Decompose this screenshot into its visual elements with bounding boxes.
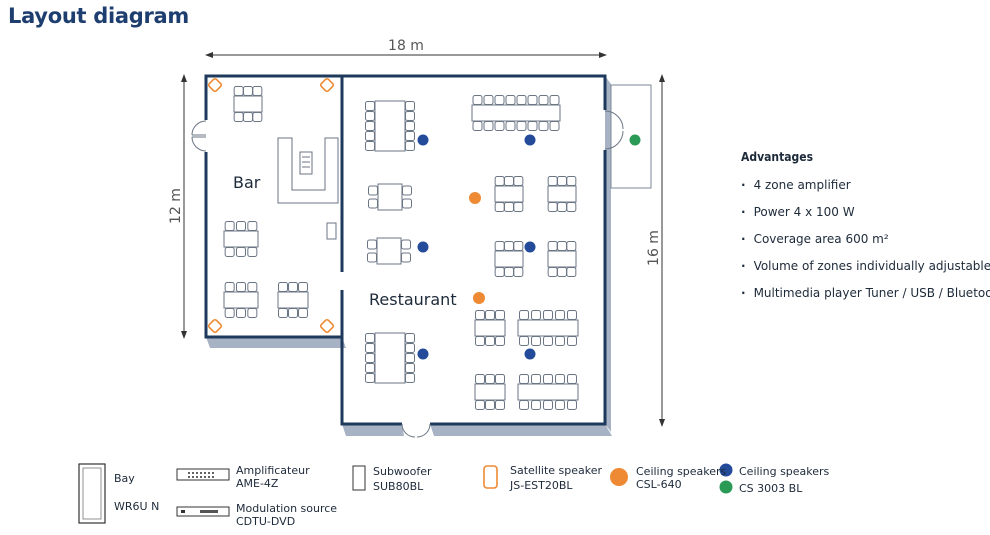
table xyxy=(365,100,415,152)
tables xyxy=(223,86,579,410)
advantage-item: Multimedia player Tuner / USB / Bluetoot… xyxy=(741,280,990,307)
satellite-speakers xyxy=(207,77,335,334)
ceiling-speaker-blue xyxy=(417,348,429,360)
ceiling-speaker-orange xyxy=(469,192,481,204)
legend-ceiling-orange: Ceiling speakers CSL-640 xyxy=(636,465,726,491)
ceiling-speaker-blue xyxy=(417,134,429,146)
satellite-speaker xyxy=(207,77,223,93)
advantages-panel: Advantages 4 zone amplifier Power 4 x 10… xyxy=(741,150,990,307)
legend-amplifier-name: Amplificateur xyxy=(236,464,310,477)
legend-bay-model: WR6U N xyxy=(114,500,160,513)
legend-amplifier: Amplificateur AME-4Z xyxy=(236,464,310,490)
bar-counter xyxy=(277,137,339,240)
table xyxy=(474,310,506,346)
legend-satellite-model: JS-EST20BL xyxy=(510,479,573,492)
legend-bay: Bay WR6U N xyxy=(114,472,159,513)
legend-ceiling-orange-name: Ceiling speakers xyxy=(636,465,727,478)
legend-ceiling-blue-green: Ceiling speakers CS 3003 BL xyxy=(739,465,829,495)
legend-modulation-model: CDTU-DVD xyxy=(236,515,296,528)
table xyxy=(547,176,577,212)
page-title: Layout diagram xyxy=(8,4,189,28)
advantages-heading: Advantages xyxy=(741,150,814,164)
bar-height-label: 12 m xyxy=(168,188,184,224)
ceiling-speaker-blue xyxy=(524,348,536,360)
bar-label: Bar xyxy=(233,173,261,192)
advantage-item: Volume of zones individually adjustable xyxy=(741,253,990,280)
restaurant-height-label: 16 m xyxy=(646,230,662,266)
bar-room-walls xyxy=(204,74,342,339)
entrance-annex xyxy=(610,84,652,189)
satellite-speaker xyxy=(207,318,223,334)
ceiling-speaker-blue xyxy=(417,241,429,253)
legend-bay-name: Bay xyxy=(114,472,135,485)
table xyxy=(474,374,506,410)
restaurant-label: Restaurant xyxy=(369,290,457,309)
table xyxy=(277,282,309,318)
ceiling-blue-symbol xyxy=(719,463,733,477)
legend-modulation-name: Modulation source xyxy=(236,502,338,515)
advantage-item: Power 4 x 100 W xyxy=(741,199,986,226)
ceiling-speaker-orange xyxy=(473,292,485,304)
ceiling-speakers xyxy=(417,134,641,360)
table xyxy=(517,310,579,346)
advantages-list: 4 zone amplifier Power 4 x 100 W Coverag… xyxy=(741,172,990,307)
table xyxy=(517,374,579,410)
legend-ceiling-blue-green-name: Ceiling speakers xyxy=(739,465,830,478)
table xyxy=(223,221,259,257)
amplifier-symbol xyxy=(176,468,230,481)
legend-satellite-name: Satellite speaker xyxy=(510,464,603,477)
restaurant-height-dimension: 16 m xyxy=(646,74,665,427)
legend-subwoofer: Subwoofer SUB80BL xyxy=(373,465,432,493)
legend-symbols xyxy=(78,463,733,524)
doors xyxy=(191,110,624,438)
table xyxy=(494,176,524,212)
legend-subwoofer-model: SUB80BL xyxy=(373,480,424,493)
width-label: 18 m xyxy=(388,38,424,54)
table xyxy=(367,237,411,265)
ceiling-speaker-blue xyxy=(524,134,536,146)
table xyxy=(233,86,263,122)
satellite-speaker xyxy=(319,318,335,334)
legend-subwoofer-name: Subwoofer xyxy=(373,465,432,478)
bay-symbol xyxy=(78,463,106,524)
satellite-speaker xyxy=(319,77,335,93)
table xyxy=(547,241,577,277)
advantage-item: 4 zone amplifier xyxy=(741,172,986,199)
ceiling-green-symbol xyxy=(719,480,733,494)
legend-amplifier-model: AME-4Z xyxy=(236,477,279,490)
satellite-symbol xyxy=(483,465,498,489)
restaurant-walls xyxy=(340,74,607,426)
ceiling-speaker-blue xyxy=(524,241,536,253)
width-dimension: 18 m xyxy=(205,38,607,58)
modulation-symbol xyxy=(176,506,230,517)
subwoofer-symbol xyxy=(352,465,366,491)
table xyxy=(368,183,412,211)
ceiling-speaker-green xyxy=(629,134,641,146)
bar-height-dimension: 12 m xyxy=(168,74,187,339)
ceiling-orange-symbol xyxy=(610,468,628,486)
table xyxy=(494,241,524,277)
table xyxy=(365,332,415,384)
legend-ceiling-blue-green-model: CS 3003 BL xyxy=(739,482,803,495)
legend-modulation: Modulation source CDTU-DVD xyxy=(236,502,337,528)
table xyxy=(471,95,561,131)
legend-satellite: Satellite speaker JS-EST20BL xyxy=(510,464,602,492)
legend-ceiling-orange-model: CSL-640 xyxy=(636,478,682,491)
advantage-item: Coverage area 600 m² xyxy=(741,226,986,253)
table xyxy=(223,282,259,318)
